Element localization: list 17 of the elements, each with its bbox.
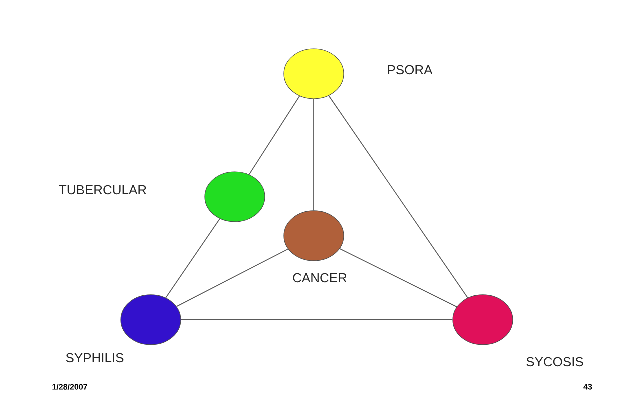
- node-label: CANCER: [293, 273, 347, 283]
- node-label: TUBERCULAR: [59, 185, 146, 195]
- circle-node: PSORA: [284, 48, 433, 100]
- connector-line: [328, 95, 468, 298]
- connector-line: [166, 218, 220, 298]
- circle-node: CANCER: [284, 210, 347, 283]
- node-label: PSORA: [388, 65, 433, 75]
- connector-line: [340, 248, 458, 308]
- node-label: SYCOSIS: [526, 357, 584, 367]
- connector-line: [176, 248, 289, 308]
- circle-node: TUBERCULAR: [59, 172, 266, 222]
- circle-node: SYCOSIS: [452, 294, 584, 367]
- footer-text: 43: [584, 384, 592, 390]
- footer-text: 1/28/2007: [52, 384, 88, 390]
- connector-line: [248, 96, 300, 176]
- node-label: SYPHILIS: [66, 353, 124, 363]
- circle-node: SYPHILIS: [66, 294, 182, 363]
